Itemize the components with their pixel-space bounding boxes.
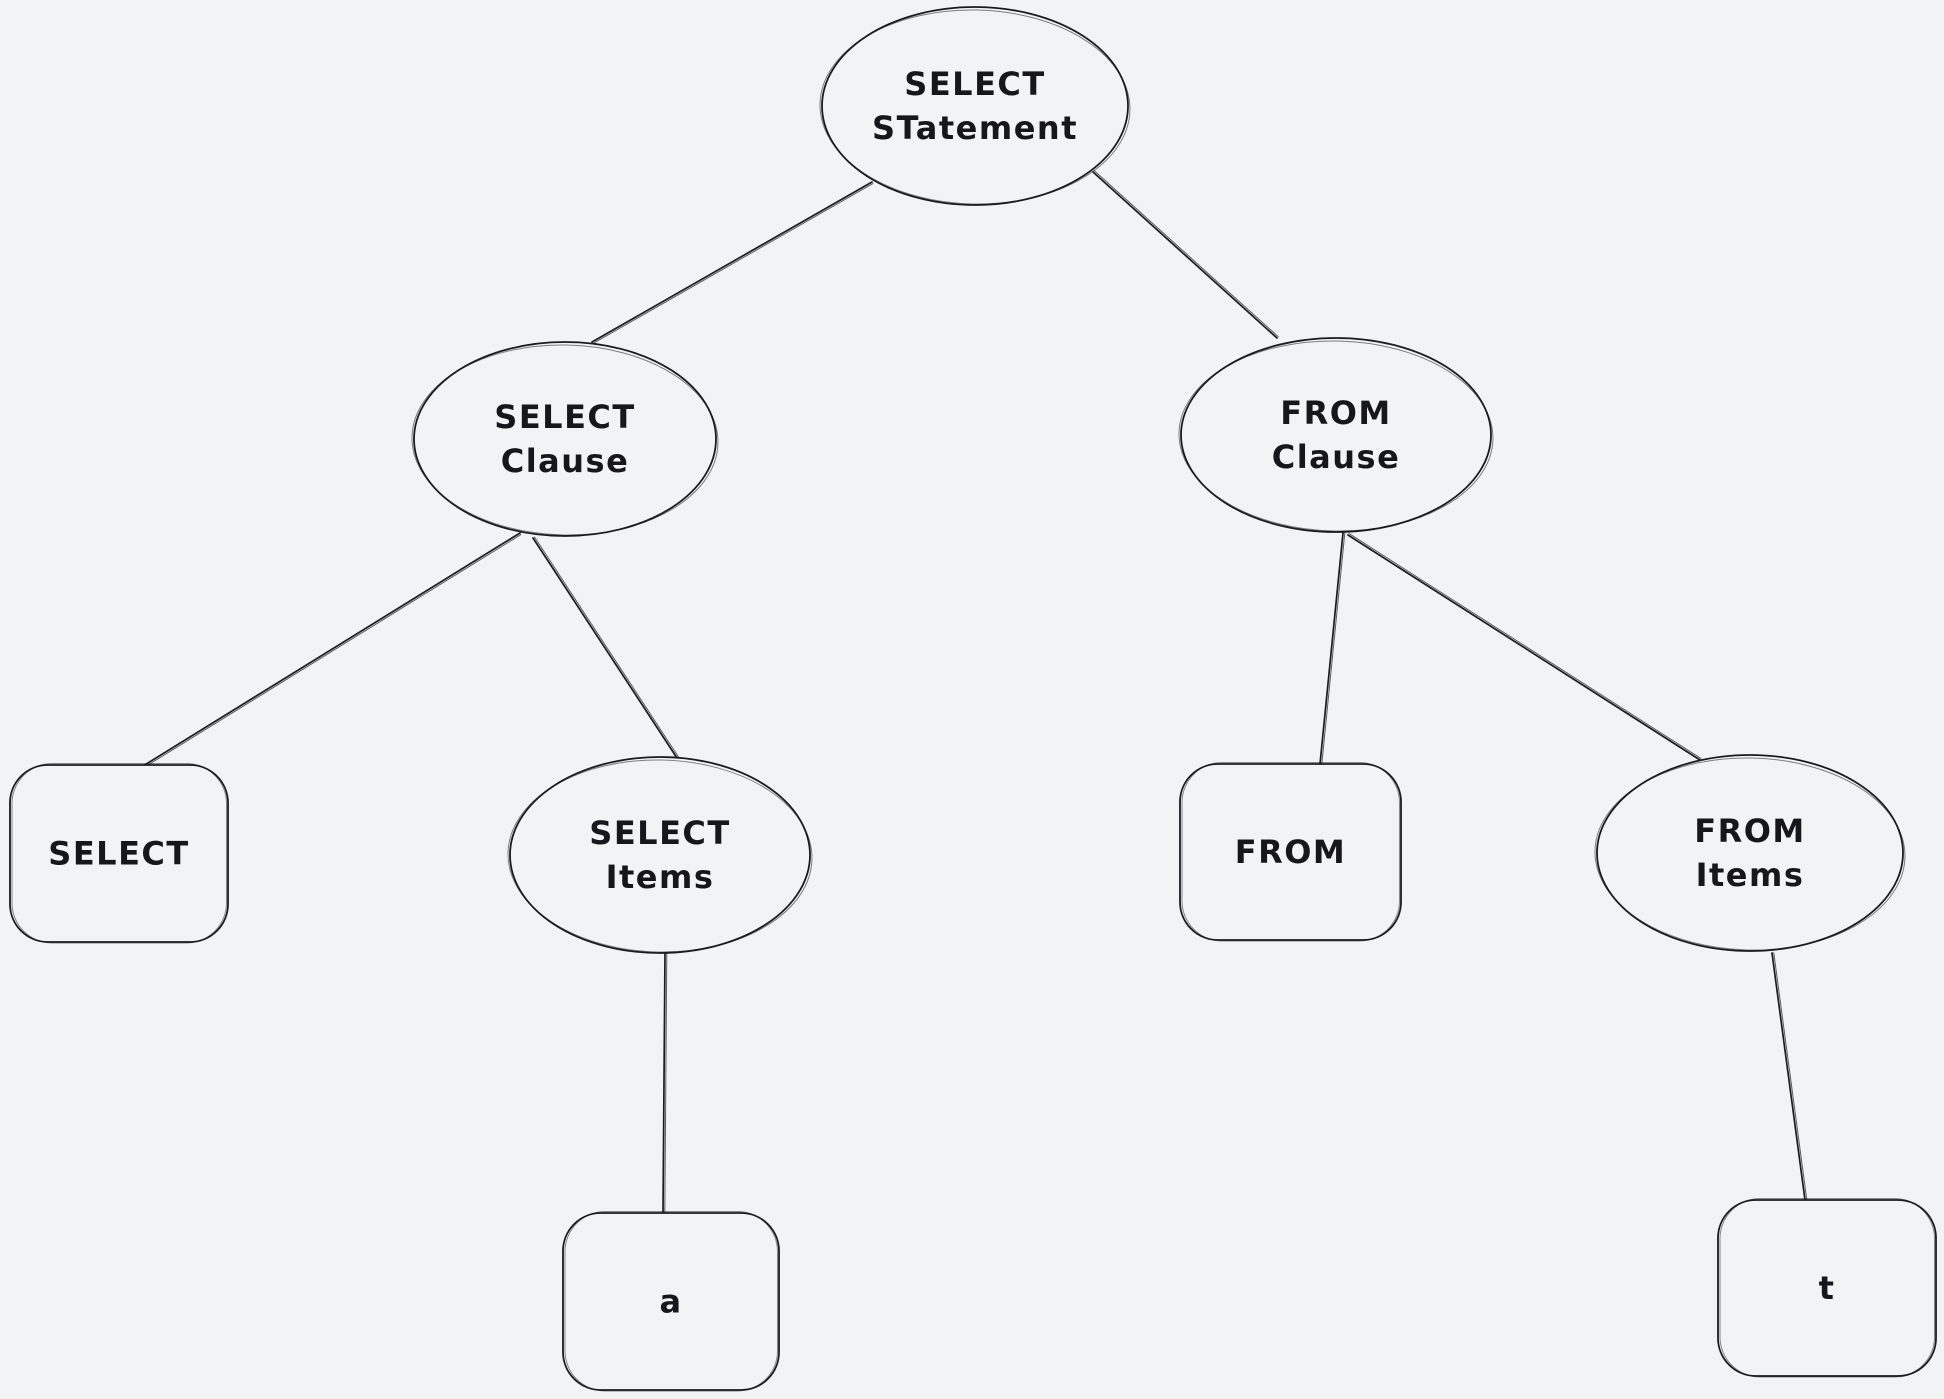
node-label-line: Items bbox=[606, 858, 715, 896]
node-label-line: Clause bbox=[1272, 438, 1401, 476]
node-label-line: Items bbox=[1696, 856, 1805, 894]
node-label-line: FROM bbox=[1694, 812, 1806, 850]
rect-shape-sketch-pass bbox=[11, 763, 227, 944]
node-label: a bbox=[659, 1283, 682, 1321]
node-label-line: FROM bbox=[1235, 833, 1347, 871]
edge-select-clause-select-items bbox=[532, 536, 680, 759]
node-label: FROM bbox=[1235, 833, 1347, 871]
node-label: SELECT Items bbox=[589, 814, 730, 896]
edge-from-clause-from-keyword bbox=[1319, 532, 1346, 765]
ellipse-shape bbox=[821, 6, 1129, 206]
node-label-line: Clause bbox=[501, 442, 630, 480]
rect-shape bbox=[1717, 1199, 1937, 1377]
node-label: SELECT STatement bbox=[872, 65, 1078, 147]
edge-select-items-literal-a bbox=[662, 951, 668, 1214]
node-label: t bbox=[1819, 1269, 1836, 1307]
rect-shape-sketch-pass bbox=[1181, 762, 1400, 942]
edge-from-clause-from-items bbox=[1347, 532, 1702, 761]
node-label: FROM Items bbox=[1694, 812, 1806, 894]
ellipse-shape bbox=[509, 756, 811, 954]
node-from-keyword: FROM bbox=[1179, 762, 1402, 942]
node-label-line: a bbox=[659, 1283, 682, 1321]
edges-layer bbox=[142, 170, 1808, 1214]
ellipse-shape-sketch-pass bbox=[819, 9, 1131, 205]
node-label-line: FROM bbox=[1280, 394, 1392, 432]
edge-select-statement-from-clause bbox=[1092, 170, 1279, 339]
edge-from-items-literal-t bbox=[1771, 952, 1808, 1201]
node-label-line: SELECT bbox=[904, 65, 1045, 103]
node-select-keyword: SELECT bbox=[9, 763, 229, 944]
ellipse-shape-sketch-pass bbox=[1594, 757, 1906, 951]
node-label-line: STatement bbox=[872, 109, 1078, 147]
node-select-clause: SELECT Clause bbox=[411, 341, 719, 537]
node-literal-t: t bbox=[1717, 1198, 1937, 1378]
rect-shape bbox=[562, 1212, 780, 1391]
rect-shape bbox=[9, 764, 229, 943]
ellipse-shape bbox=[413, 341, 717, 537]
edge-select-clause-select-keyword bbox=[142, 532, 522, 769]
node-select-items: SELECT Items bbox=[507, 756, 813, 954]
ellipse-shape bbox=[1180, 337, 1492, 533]
rect-shape-sketch-pass bbox=[564, 1211, 778, 1392]
rect-shape-sketch-pass bbox=[1719, 1198, 1935, 1378]
edge-select-statement-select-clause bbox=[591, 181, 874, 345]
ellipse-shape bbox=[1596, 754, 1904, 952]
rect-shape bbox=[1179, 763, 1402, 941]
node-label-line: t bbox=[1819, 1269, 1836, 1307]
ellipse-shape-sketch-pass bbox=[1178, 340, 1494, 532]
node-label: SELECT Clause bbox=[494, 398, 635, 480]
node-from-clause: FROM Clause bbox=[1178, 337, 1494, 533]
ellipse-shape-sketch-pass bbox=[411, 344, 719, 536]
node-label: FROM Clause bbox=[1272, 394, 1401, 476]
node-from-items: FROM Items bbox=[1594, 754, 1906, 952]
node-label-line: SELECT bbox=[494, 398, 635, 436]
node-label: SELECT bbox=[48, 835, 189, 873]
ellipse-shape-sketch-pass bbox=[507, 759, 813, 953]
node-literal-a: a bbox=[562, 1211, 780, 1392]
node-select-statement: SELECT STatement bbox=[819, 6, 1131, 206]
node-label-line: SELECT bbox=[48, 835, 189, 873]
node-label-line: SELECT bbox=[589, 814, 730, 852]
